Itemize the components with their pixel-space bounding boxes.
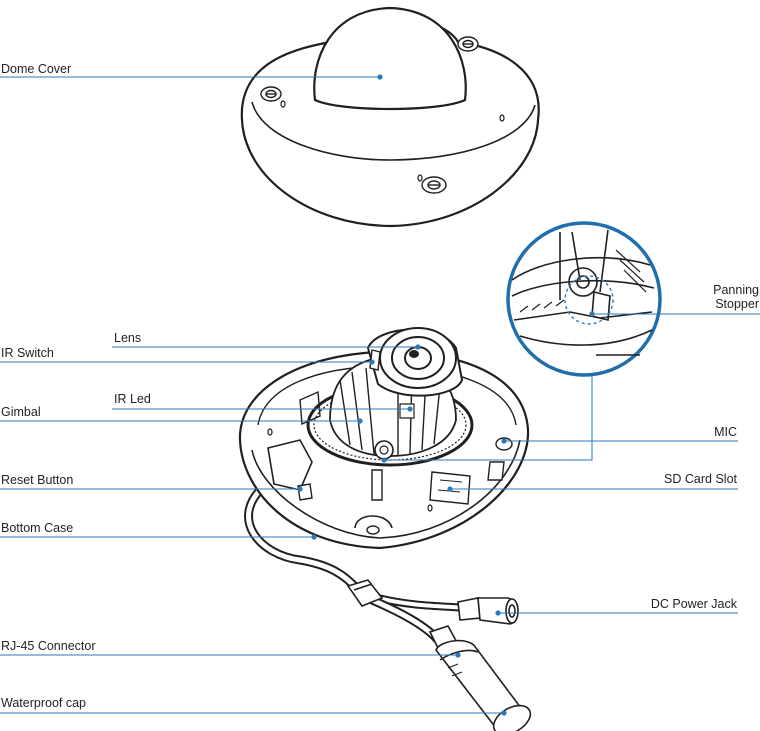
- leader-lines: [0, 76, 760, 714]
- lens-drawing: [366, 327, 464, 397]
- leader-dots: [297, 74, 595, 716]
- panning-stopper-zoom: [506, 221, 662, 377]
- label-dc-power-jack: DC Power Jack: [650, 597, 737, 611]
- label-panning-stopper-line1: Panning: [713, 283, 759, 297]
- label-waterproof-cap: Waterproof cap: [1, 696, 86, 710]
- dc-power-jack-drawing: [457, 597, 519, 625]
- label-ir-switch: IR Switch: [1, 346, 54, 360]
- leader-zoom-link: [384, 376, 593, 461]
- label-gimbal: Gimbal: [1, 405, 41, 419]
- dome-screw-front: [421, 176, 447, 194]
- label-ir-led: IR Led: [114, 392, 151, 406]
- label-panning-stopper: Panning Stopper: [713, 283, 759, 311]
- cable-drawing: [244, 483, 472, 645]
- label-rj45-connector: RJ-45 Connector: [1, 639, 96, 653]
- label-mic: MIC: [714, 425, 737, 439]
- label-reset-button: Reset Button: [1, 473, 74, 487]
- rj45-connector-drawing: [428, 625, 532, 731]
- dome-cover-drawing: [240, 6, 540, 228]
- label-sd-card-slot: SD Card Slot: [664, 472, 737, 486]
- label-lens: Lens: [114, 331, 142, 345]
- cable-splitter: [346, 579, 384, 607]
- dome-screw-right: [457, 36, 479, 52]
- label-dome-cover: Dome Cover: [1, 62, 72, 76]
- label-panning-stopper-line2: Stopper: [715, 297, 759, 311]
- dome-screw-left: [260, 86, 282, 102]
- label-bottom-case: Bottom Case: [1, 521, 74, 535]
